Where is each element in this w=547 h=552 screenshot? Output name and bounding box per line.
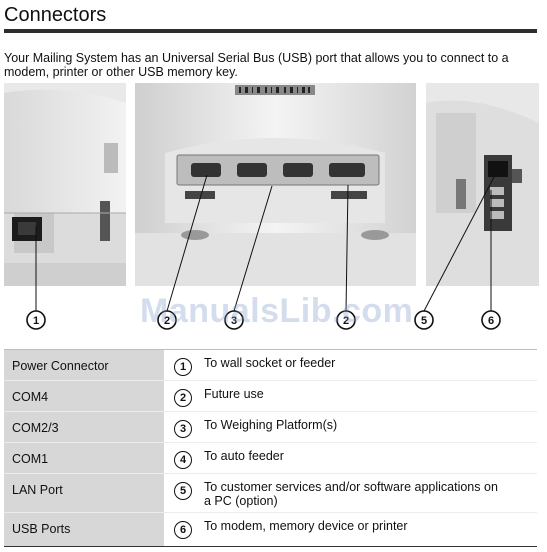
photo-lan-usb-side (426, 83, 539, 286)
connector-detail: 1 To wall socket or feeder (164, 350, 537, 381)
number-badge: 2 (174, 389, 192, 407)
intro-paragraph: Your Mailing System has an Universal Ser… (4, 51, 509, 79)
number-badge: 5 (174, 482, 192, 500)
connector-description: To modem, memory device or printer (204, 519, 408, 533)
connector-name: Power Connector (4, 350, 164, 381)
connector-name: COM1 (4, 443, 164, 474)
callout-circle-5 (414, 310, 434, 330)
number-badge: 4 (174, 451, 192, 469)
callout-number: 6 (488, 315, 494, 327)
connector-detail: 4 To auto feeder (164, 443, 537, 474)
title-rule (4, 29, 537, 33)
connector-name: COM4 (4, 381, 164, 412)
number-badge: 3 (174, 420, 192, 438)
connector-description: Future use (204, 387, 264, 401)
number-badge: 6 (174, 521, 192, 539)
connector-description: To auto feeder (204, 449, 284, 463)
table-row: COM2/3 3 To Weighing Platform(s) (4, 412, 537, 443)
callout-number: 1 (33, 315, 39, 327)
connector-detail: 2 Future use (164, 381, 537, 412)
number-badge: 1 (174, 358, 192, 376)
connector-description: To Weighing Platform(s) (204, 418, 338, 432)
connector-table: Power Connector 1 To wall socket or feed… (4, 349, 537, 547)
photo-rear-ports (135, 83, 416, 286)
connector-name: LAN Port (4, 474, 164, 513)
connector-description: To customer services and/or software app… (204, 480, 498, 508)
watermark: ManualsLib.com (140, 292, 414, 330)
callout-number: 5 (421, 315, 427, 327)
connector-detail: 3 To Weighing Platform(s) (164, 412, 537, 443)
connector-name: COM2/3 (4, 412, 164, 443)
table-row: Power Connector 1 To wall socket or feed… (4, 350, 537, 381)
connector-description: To wall socket or feeder (204, 356, 336, 370)
table-row: USB Ports 6 To modem, memory device or p… (4, 513, 537, 547)
table-row: COM1 4 To auto feeder (4, 443, 537, 474)
table-row: COM4 2 Future use (4, 381, 537, 412)
callout-circle-1 (26, 310, 46, 330)
page-title: Connectors (4, 4, 107, 26)
connector-detail: 6 To modem, memory device or printer (164, 513, 537, 546)
callout-circle-6 (481, 310, 501, 330)
connector-name: USB Ports (4, 513, 164, 546)
table-row: LAN Port 5 To customer services and/or s… (4, 474, 537, 513)
connector-detail: 5 To customer services and/or software a… (164, 474, 537, 513)
photo-power-side (4, 83, 126, 286)
